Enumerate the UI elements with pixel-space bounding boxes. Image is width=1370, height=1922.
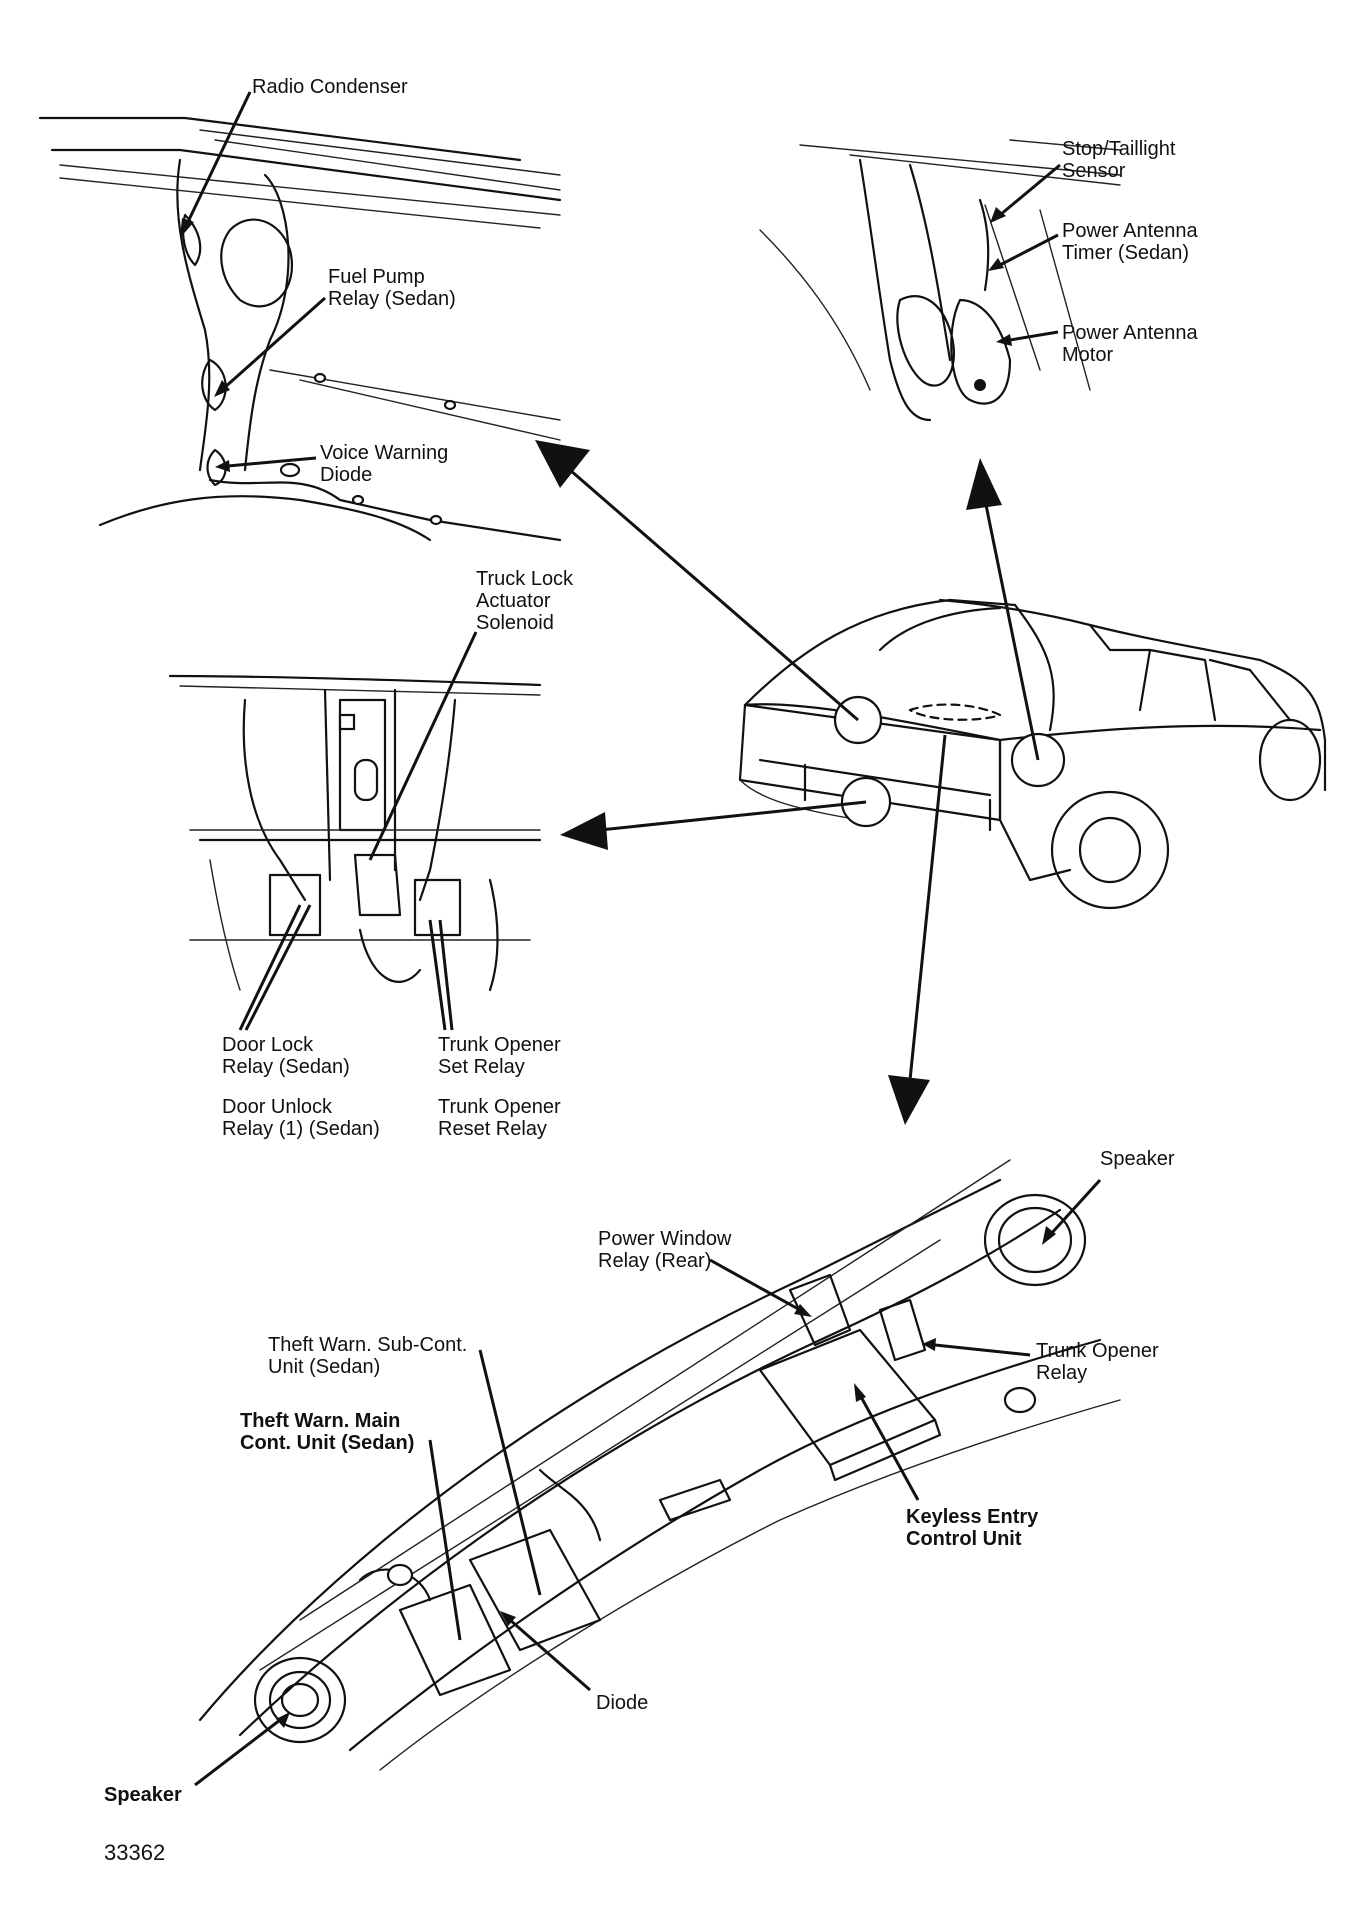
label-theft-main-unit: Theft Warn. Main Cont. Unit (Sedan) [240, 1410, 415, 1454]
label-stop-taillight-sensor: Stop/Taillight Sensor [1062, 138, 1176, 182]
label-power-antenna-motor: Power Antenna Motor [1062, 322, 1198, 366]
panel-rear-deck [38, 116, 562, 542]
panel-package-tray [198, 1159, 1121, 1771]
label-voice-warning-diode: Voice Warning Diode [320, 442, 449, 486]
label-door-lock-relay: Door Lock Relay (Sedan) [222, 1034, 350, 1078]
panel-power-antenna [759, 139, 1121, 422]
label-theft-sub-unit: Theft Warn. Sub-Cont. Unit (Sedan) [268, 1334, 468, 1378]
panel-trunk-lid [168, 674, 542, 992]
label-trunk-opener-set-relay: Trunk Opener Set Relay [438, 1034, 561, 1078]
label-diode: Diode [596, 1692, 649, 1714]
pointer-arrows [535, 440, 1040, 1125]
figure-number: 33362 [104, 1840, 166, 1865]
label-trunk-opener-relay: Trunk Opener Relay [1036, 1340, 1159, 1384]
label-speaker-left: Speaker [104, 1784, 182, 1806]
car-sedan [738, 598, 1327, 910]
label-door-unlock-relay: Door Unlock Relay (1) (Sedan) [222, 1096, 380, 1140]
label-power-antenna-timer: Power Antenna Timer (Sedan) [1062, 220, 1198, 264]
label-power-window-relay: Power Window Relay (Rear) [598, 1228, 732, 1272]
label-truck-lock-actuator: Truck Lock Actuator Solenoid [476, 568, 574, 634]
label-trunk-opener-reset-relay: Trunk Opener Reset Relay [438, 1096, 561, 1140]
label-radio-condenser: Radio Condenser [252, 76, 408, 98]
label-speaker-right: Speaker [1100, 1148, 1175, 1170]
label-keyless-entry: Keyless Entry Control Unit [906, 1506, 1039, 1550]
label-fuel-pump-relay: Fuel Pump Relay (Sedan) [328, 266, 456, 310]
leader-lines [180, 91, 1102, 1787]
